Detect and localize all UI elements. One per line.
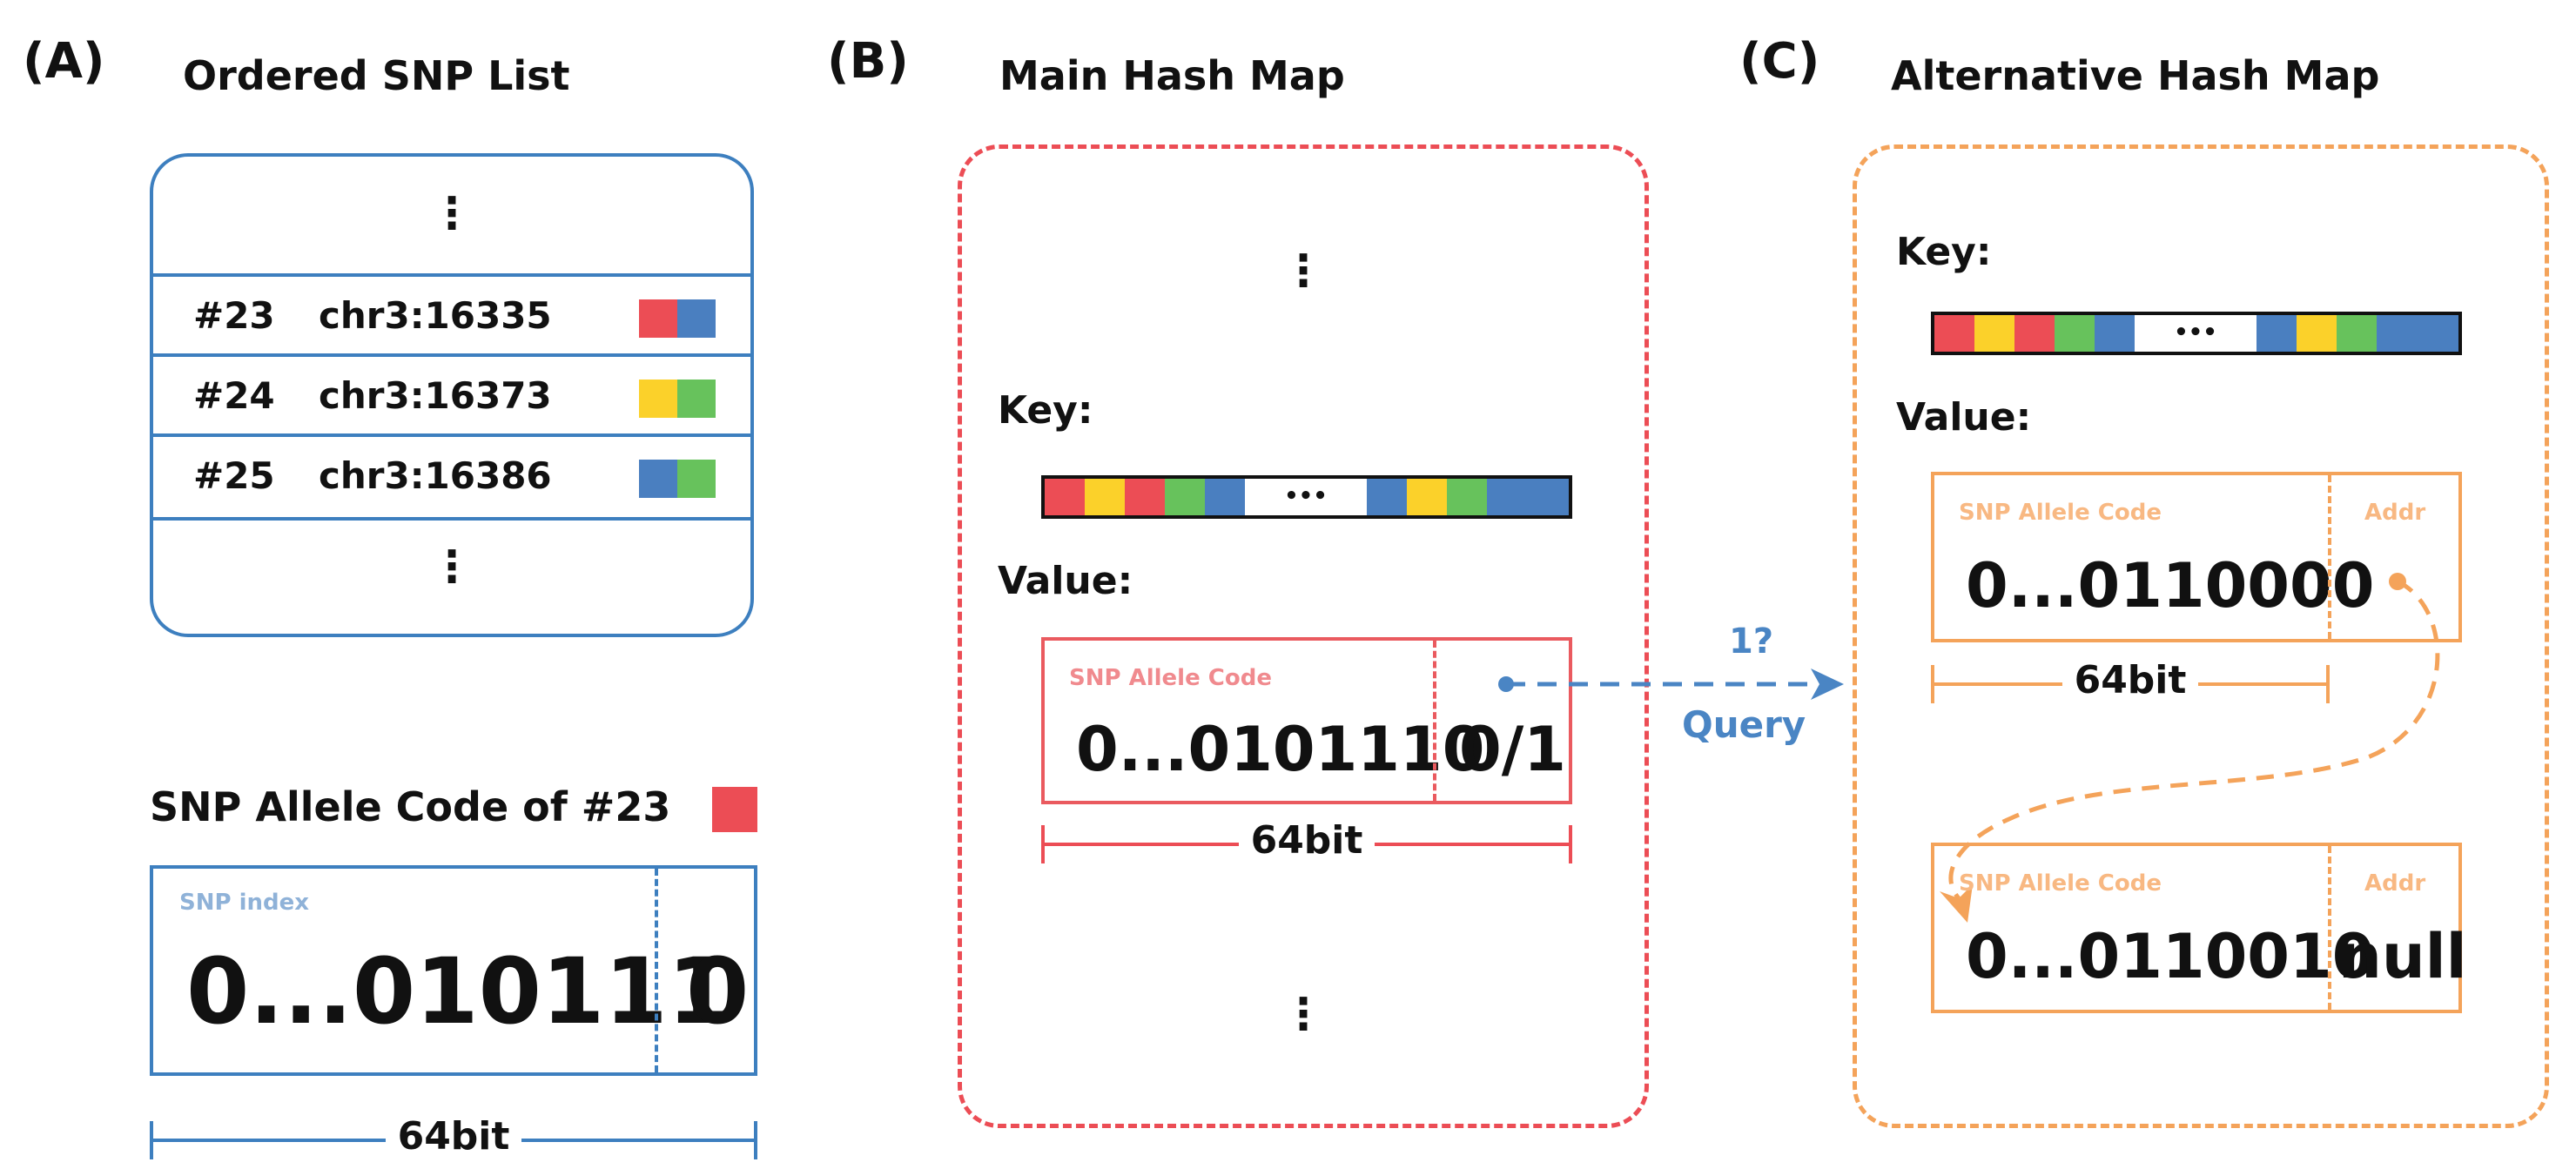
allele-code-caption: SNP Allele Code [1069, 665, 1272, 691]
panel-c-letter: (C) [1739, 33, 1820, 90]
allele-swatch-blue [639, 460, 677, 498]
value-label: Value: [998, 559, 1133, 603]
alternative-hash-map-frame [1853, 144, 2549, 1128]
key-label: Key: [1896, 230, 1992, 274]
key-segment [1045, 479, 1085, 515]
hash-key-bar: ••• [1931, 312, 2462, 355]
key-segment [1125, 479, 1165, 515]
allele-swatch-red [639, 299, 677, 338]
key-segment [2257, 315, 2297, 352]
key-ellipsis: ••• [2135, 315, 2257, 352]
snp-id: #23 [193, 294, 275, 337]
key-segment [2055, 315, 2095, 352]
addr-caption: Addr [2364, 870, 2426, 897]
snp-position: chr3:16386 [319, 454, 552, 497]
allele-swatch-green [677, 380, 716, 418]
allele-code-value: 0...0110010 [1966, 921, 2375, 992]
key-segment [1447, 479, 1487, 515]
bit-measure-b: 64bit [1041, 818, 1572, 863]
key-segment [1407, 479, 1447, 515]
addr-pointer-arrow [1940, 573, 2440, 923]
snp-index-value: 0...010111 [186, 938, 731, 1045]
list-row: #25 chr3:16386 [153, 433, 750, 521]
key-label: Key: [998, 388, 1093, 433]
list-ellipsis-bottom: ⋮ [430, 541, 474, 592]
panel-a-title: Ordered SNP List [183, 52, 570, 99]
key-segment [1934, 315, 1974, 352]
allele-code-caption: SNP Allele Code [1959, 500, 2162, 526]
allele-code-caption: SNP Allele Code [1959, 870, 2162, 897]
key-segment [1205, 479, 1245, 515]
node-divider [2328, 846, 2331, 1010]
allele-swatch-yellow [639, 380, 677, 418]
bit-label: 64bit [2061, 658, 2199, 702]
snp-id: #25 [193, 454, 275, 497]
panel-a-letter: (A) [23, 33, 105, 90]
addr-null-value: null [2338, 921, 2467, 992]
allele-code-swatch [712, 787, 757, 832]
bit-label: 64bit [1238, 818, 1375, 863]
panel-c-title: Alternative Hash Map [1891, 52, 2380, 99]
main-value-box: SNP Allele Code 0...0101110 0/1 [1041, 637, 1572, 804]
bit-measure-a: 64bit [150, 1114, 757, 1159]
main-hash-map-frame [958, 144, 1649, 1128]
node-divider [2328, 475, 2331, 639]
value-label: Value: [1896, 395, 2032, 440]
key-segment [1974, 315, 2014, 352]
key-segment [1085, 479, 1125, 515]
allele-swatch-green [677, 460, 716, 498]
allele-code-value: 0...0110000 [1966, 550, 2375, 621]
key-ellipsis: ••• [1245, 479, 1367, 515]
addr-caption: Addr [2364, 500, 2426, 526]
key-segment [1487, 479, 1569, 515]
list-row: #24 chr3:16373 [153, 353, 750, 437]
query-label: Query [1682, 703, 1806, 746]
snp-position: chr3:16373 [319, 374, 552, 417]
key-segment [2095, 315, 2135, 352]
allele-swatch-blue [677, 299, 716, 338]
panel-b-letter: (B) [827, 33, 909, 90]
query-arrow [1498, 668, 1844, 700]
pointer-path [1948, 579, 2440, 900]
allele-code-box: SNP index 0...010111 0 [150, 865, 757, 1076]
alt-node-2: SNP Allele Code 0...0110010 Addr null [1931, 843, 2467, 1013]
key-segment [2377, 315, 2458, 352]
key-segment [2337, 315, 2377, 352]
key-segment [2297, 315, 2337, 352]
list-row: #23 chr3:16335 [153, 273, 750, 357]
key-segment [1367, 479, 1407, 515]
snp-id: #24 [193, 374, 275, 417]
snp-position: chr3:16335 [319, 294, 552, 337]
panel-b-title: Main Hash Map [999, 52, 1345, 99]
allele-flag: 0/1 [1459, 714, 1566, 785]
allele-code-value: 0...0101110 [1076, 714, 1485, 785]
list-ellipsis-top: ⋮ [430, 188, 474, 239]
pointer-arrowhead [1940, 884, 1973, 923]
snp-index-caption: SNP index [179, 890, 310, 916]
alt-node-1: SNP Allele Code 0...0110000 Addr [1931, 472, 2462, 642]
hashmap-ellipsis-top: ⋮ [1281, 245, 1325, 296]
hashmap-ellipsis-bottom: ⋮ [1281, 989, 1325, 1039]
bit-measure-c: 64bit [1931, 658, 2330, 703]
key-segment [1165, 479, 1205, 515]
ordered-snp-list: ⋮ #23 chr3:16335 #24 chr3:16373 #25 chr3… [150, 153, 754, 637]
allele-code-title: SNP Allele Code of #23 [150, 783, 671, 830]
query-question: 1? [1729, 621, 1774, 662]
query-arrowhead [1811, 668, 1844, 700]
value-divider [1433, 641, 1436, 801]
code-divider [655, 869, 658, 1072]
hash-key-bar: ••• [1041, 475, 1572, 519]
key-segment [2014, 315, 2055, 352]
allele-flag-value: 0 [686, 938, 750, 1045]
bit-label: 64bit [385, 1114, 522, 1159]
